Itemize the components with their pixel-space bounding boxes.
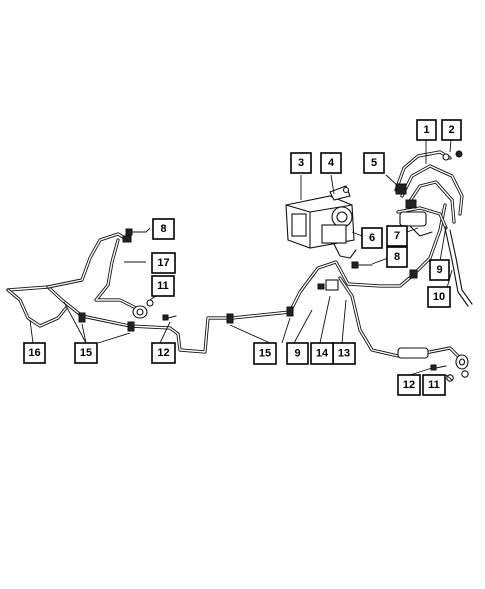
callout-8-upper: 8 — [152, 218, 175, 240]
svg-text:5: 5 — [371, 157, 377, 169]
svg-text:14: 14 — [316, 348, 329, 360]
leader-lines — [29, 139, 453, 381]
callout-4: 4 — [320, 152, 342, 174]
callout-2: 2 — [441, 119, 462, 141]
svg-text:9: 9 — [294, 348, 300, 360]
svg-text:15: 15 — [259, 348, 271, 360]
svg-text:16: 16 — [28, 347, 40, 359]
svg-text:1: 1 — [423, 124, 429, 136]
main-brake-tube — [6, 203, 447, 354]
callout-11-left: 11 — [151, 275, 175, 297]
right-front-line — [444, 227, 473, 307]
callout-13: 13 — [332, 342, 356, 365]
abs-hydraulic-unit — [285, 185, 357, 259]
svg-text:12: 12 — [403, 379, 415, 391]
svg-text:8: 8 — [394, 251, 400, 263]
callout-7: 7 — [386, 225, 408, 247]
svg-text:7: 7 — [394, 230, 400, 242]
callout-9-upper: 9 — [429, 259, 450, 281]
front-hose — [317, 276, 469, 370]
callout-11-right: 11 — [422, 374, 446, 396]
svg-text:11: 11 — [157, 280, 169, 292]
callout-6: 6 — [361, 227, 383, 249]
callout-3: 3 — [290, 152, 312, 174]
master-cylinder-tube-assembly — [394, 150, 464, 237]
svg-text:12: 12 — [157, 347, 169, 359]
svg-text:13: 13 — [338, 348, 350, 360]
callout-12-right: 12 — [397, 374, 421, 396]
callout-17: 17 — [151, 252, 176, 274]
callout-12-left: 12 — [151, 342, 176, 364]
svg-text:17: 17 — [157, 257, 169, 269]
callout-8-lower: 8 — [386, 246, 408, 268]
svg-text:11: 11 — [428, 379, 440, 391]
left-rear-tube — [6, 288, 68, 328]
rear-hose-assembly — [46, 232, 148, 319]
callout-15-right: 15 — [253, 342, 277, 365]
callout-15-left: 15 — [74, 342, 98, 364]
callout-9-lower: 9 — [286, 342, 309, 365]
svg-text:6: 6 — [369, 232, 375, 244]
svg-text:15: 15 — [80, 347, 92, 359]
callout-14: 14 — [310, 342, 334, 365]
callout-1: 1 — [416, 119, 437, 141]
svg-text:8: 8 — [160, 223, 166, 235]
svg-text:2: 2 — [448, 124, 454, 136]
svg-text:3: 3 — [298, 157, 304, 169]
callout-10: 10 — [427, 286, 451, 308]
svg-text:4: 4 — [328, 157, 335, 169]
svg-text:10: 10 — [433, 291, 445, 303]
svg-text:9: 9 — [436, 264, 442, 276]
callout-5: 5 — [363, 152, 385, 174]
callout-16: 16 — [23, 342, 46, 364]
tube-clips — [78, 269, 418, 332]
